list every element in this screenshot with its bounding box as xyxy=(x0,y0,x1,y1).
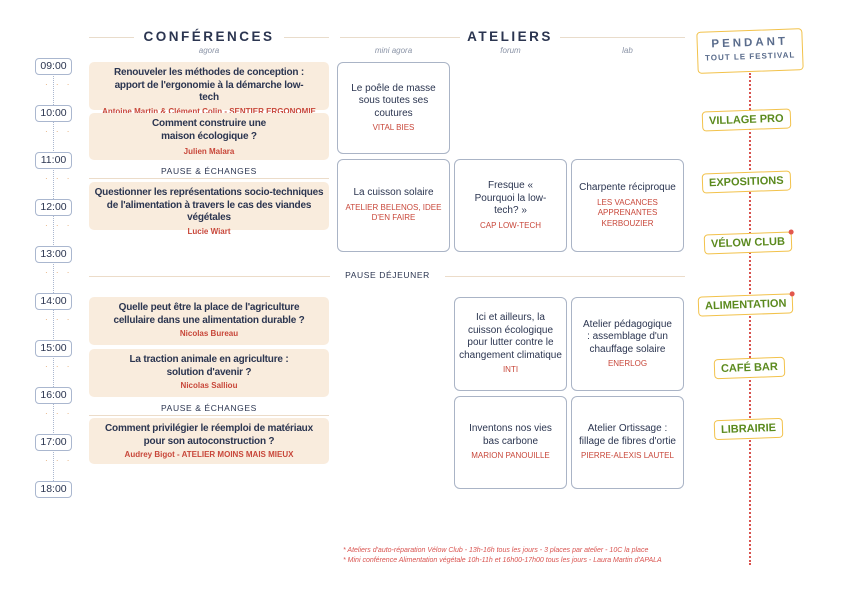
timeline-tick: · · · xyxy=(45,268,73,277)
festival-item-label: CAFÉ BAR xyxy=(720,361,779,375)
conference-3: Questionner les représentations socio-te… xyxy=(89,182,329,236)
time-label: 11:00 xyxy=(35,152,72,169)
conference-speaker: Antoine Martin & Clément Colin - SENTIER… xyxy=(102,106,316,116)
time-label: 09:00 xyxy=(35,58,72,75)
atelier-1: Le poêle de masse sous toutes ses coutur… xyxy=(337,62,450,154)
atelier-5: Ici et ailleurs, la cuisson écologique p… xyxy=(454,297,567,391)
timeline-tick: · · · xyxy=(45,127,73,136)
atelier-title: Inventons nos vies bas carbone xyxy=(469,423,552,447)
atelier-title: Le poêle de masse sous toutes ses coutur… xyxy=(351,82,436,119)
atelier-title: Atelier Ortissage : fillage de fibres d'… xyxy=(579,423,676,447)
time-label: 18:00 xyxy=(35,481,72,498)
conference-title: Questionner les représentations socio-te… xyxy=(94,187,324,223)
festival-banner: PENDANT TOUT LE FESTIVAL xyxy=(696,28,804,74)
ateliers-sub-mini-agora: mini agora xyxy=(374,46,413,55)
festival-item-velow-club: VÉLOW CLUB xyxy=(703,229,794,255)
conference-title: La traction animale en agriculture : sol… xyxy=(129,354,289,378)
conference-speaker: Nicolas Bureau xyxy=(179,329,239,338)
conference-title: Comment privilégier le réemploi de matér… xyxy=(105,423,313,447)
atelier-org: PIERRE-ALEXIS LAUTEL xyxy=(581,451,674,461)
conference-title: Comment construire une maison écologique… xyxy=(152,118,266,142)
time-label: 10:00 xyxy=(35,105,72,122)
pause-afternoon: PAUSE & ÉCHANGES xyxy=(161,403,257,413)
atelier-6: Atelier pédagogique : assemblage d'un ch… xyxy=(571,297,684,391)
atelier-title: Charpente réciproque xyxy=(579,182,676,193)
conference-speaker: Audrey Bigot - ATELIER MOINS MAIS MIEUX xyxy=(124,450,294,459)
time-label: 17:00 xyxy=(35,434,72,451)
timeline-line xyxy=(53,66,54,491)
conference-speaker: Julien Malara xyxy=(183,147,235,156)
footnote-2: * Mini conférence Alimentation végétale … xyxy=(343,557,662,564)
conferences-heading: CONFÉRENCES xyxy=(143,29,275,44)
atelier-org: VITAL BIES xyxy=(372,123,415,132)
atelier-org: MARION PANOUILLE xyxy=(471,451,550,461)
pause-morning: PAUSE & ÉCHANGES xyxy=(161,166,257,176)
asterisk-dot-icon xyxy=(790,291,796,297)
conferences-subheading: agora xyxy=(198,46,220,55)
atelier-org: ATELIER BELENOS, IDEE D'EN FAIRE xyxy=(345,202,442,223)
pause-lunch: PAUSE DÉJEUNER xyxy=(330,270,445,280)
atelier-title: Ici et ailleurs, la cuisson écologique p… xyxy=(459,312,562,361)
conference-speaker: Nicolas Salliou xyxy=(180,381,238,390)
atelier-8: Atelier Ortissage : fillage de fibres d'… xyxy=(571,396,684,489)
timeline-tick: · · · xyxy=(45,315,73,324)
conference-6: Comment privilégier le réemploi de matér… xyxy=(89,418,329,464)
timeline-tick: · · · xyxy=(45,456,73,465)
timeline-tick: · · · xyxy=(45,362,73,371)
ateliers-sub-lab: lab xyxy=(622,46,633,55)
conference-4: Quelle peut être la place de l'agricultu… xyxy=(89,297,329,345)
atelier-org: INTI xyxy=(502,365,519,375)
atelier-org: CAP LOW-TECH xyxy=(479,220,542,230)
festival-subtitle: TOUT LE FESTIVAL xyxy=(704,50,796,63)
conference-title: Renouveler les méthodes de conception : … xyxy=(113,67,305,103)
time-label: 14:00 xyxy=(35,293,72,310)
timeline-tick: · · · xyxy=(45,409,73,418)
conference-title: Quelle peut être la place de l'agricultu… xyxy=(113,302,305,326)
ateliers-sub-forum: forum xyxy=(500,46,521,55)
atelier-2: La cuisson solaire ATELIER BELENOS, IDEE… xyxy=(337,159,450,252)
atelier-4: Charpente réciproque LES VACANCES APPREN… xyxy=(571,159,684,252)
festival-item-label: EXPOSITIONS xyxy=(708,174,784,190)
atelier-3: Fresque « Pourquoi la low-tech? » CAP LO… xyxy=(454,159,567,252)
time-label: 13:00 xyxy=(35,246,72,263)
conference-2: Comment construire une maison écologique… xyxy=(89,113,329,160)
festival-item-cafe-bar: CAFÉ BAR xyxy=(713,356,786,380)
timeline-tick: · · · xyxy=(45,174,73,183)
footnote-1: * Ateliers d'auto-réparation Vélow Club … xyxy=(343,547,649,554)
timeline-tick: · · · xyxy=(45,221,73,230)
conference-speaker: Lucie Wiart xyxy=(187,226,231,236)
festival-item-label: LIBRAIRIE xyxy=(720,422,777,436)
conference-1: Renouveler les méthodes de conception : … xyxy=(89,62,329,116)
time-label: 12:00 xyxy=(35,199,72,216)
atelier-title: Fresque « Pourquoi la low-tech? » xyxy=(474,180,547,216)
festival-item-librairie: LIBRAIRIE xyxy=(713,417,784,441)
festival-title: PENDANT xyxy=(711,35,789,51)
festival-item-label: ALIMENTATION xyxy=(704,297,787,313)
asterisk-dot-icon xyxy=(788,229,794,235)
festival-item-alimentation: ALIMENTATION xyxy=(697,291,796,317)
ateliers-heading: ATELIERS xyxy=(467,29,553,44)
atelier-org: LES VACANCES APPRENANTES KERBOUZIER xyxy=(597,197,658,228)
conference-5: La traction animale en agriculture : sol… xyxy=(89,349,329,397)
festival-item-label: VÉLOW CLUB xyxy=(710,235,786,251)
time-label: 16:00 xyxy=(35,387,72,404)
atelier-7: Inventons nos vies bas carbone MARION PA… xyxy=(454,396,567,489)
atelier-title: La cuisson solaire xyxy=(353,187,434,199)
festival-item-expositions: EXPOSITIONS xyxy=(701,170,791,194)
festival-item-village-pro: VILLAGE PRO xyxy=(701,108,791,132)
atelier-title: Atelier pédagogique : assemblage d'un ch… xyxy=(583,318,672,355)
time-label: 15:00 xyxy=(35,340,72,357)
festival-item-label: VILLAGE PRO xyxy=(708,112,784,128)
timeline-tick: · · · xyxy=(45,80,73,89)
atelier-org: ENERLOG xyxy=(607,359,648,368)
festival-timeline-line xyxy=(749,73,751,565)
